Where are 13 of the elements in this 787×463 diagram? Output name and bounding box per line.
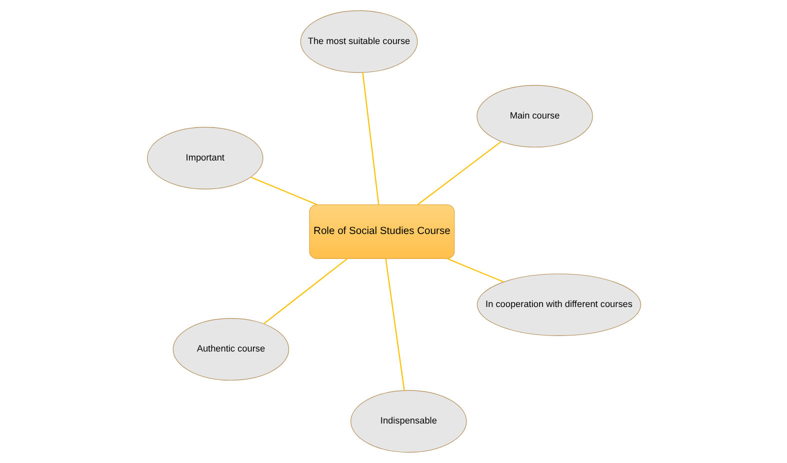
connector (416, 141, 502, 206)
connector (263, 258, 348, 324)
connector (384, 258, 404, 390)
node-box: Role of Social Studies Course (308, 204, 454, 259)
connector (250, 176, 317, 206)
node-ellipse: Main course (476, 85, 592, 148)
node-ellipse: Indispensable (350, 390, 466, 453)
connector (446, 258, 504, 282)
node-ellipse: The most suitable course (300, 10, 418, 73)
node-ellipse: Important (146, 126, 263, 190)
node-ellipse: Authentic course (172, 318, 289, 381)
connector (362, 72, 379, 205)
node-ellipse: In cooperation with different courses (476, 274, 641, 336)
